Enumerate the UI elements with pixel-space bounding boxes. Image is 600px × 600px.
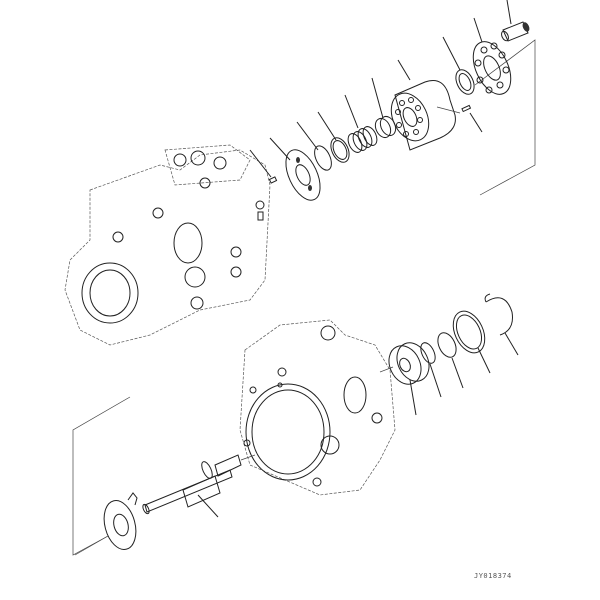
cylinder-block-lower [379,342,430,416]
spring-seat-upper [371,77,397,139]
cylinder-block-upper [390,59,456,151]
bearing-upper [442,36,475,95]
lower-group-bracket [72,396,131,556]
diagram-reference-code: JY018374 [474,572,512,580]
valve-plate-upper [269,137,321,201]
upper-group-bracket [474,39,536,196]
snap-ring-lower [437,332,464,389]
key-pin-upper [436,104,483,133]
flange-cover [74,492,138,556]
spring-upper [344,94,378,153]
piston-shoe [501,0,530,42]
seal-ring-lower [420,342,442,398]
pin-upper [249,149,278,184]
drive-shaft [142,454,256,518]
snap-ring-upper [296,121,332,171]
bearing-lower [452,310,491,374]
rear-pump-housing [64,144,271,346]
retaining-ring-lower [484,293,519,356]
front-pump-housing [239,319,396,496]
piston-retainer-plate [472,17,512,95]
seat-ring-upper [317,111,350,163]
